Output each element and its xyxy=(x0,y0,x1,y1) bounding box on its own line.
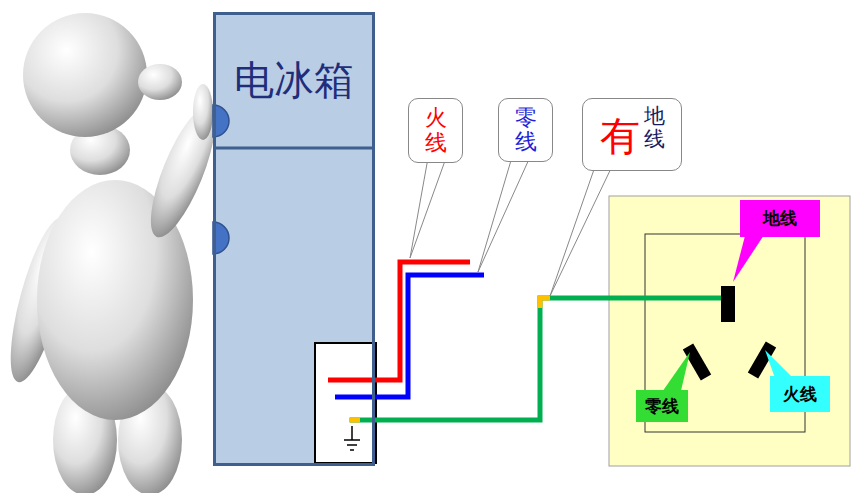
nose xyxy=(138,64,182,100)
callout-tail xyxy=(478,157,530,272)
callout-tail xyxy=(660,352,690,395)
neutral-wire xyxy=(335,275,484,397)
appliance-title: 电冰箱 xyxy=(234,53,354,108)
callout-tail xyxy=(410,158,446,258)
pin-label: 火线 xyxy=(783,383,817,406)
pin-label: 零线 xyxy=(645,395,679,418)
earth-wire xyxy=(350,298,722,420)
wire-callout: 火线 xyxy=(408,98,463,163)
fridge-divider xyxy=(213,147,375,150)
fridge-box: 电冰箱 xyxy=(213,12,375,466)
earth-slot xyxy=(721,286,735,322)
head xyxy=(23,13,147,137)
pin-label: 地线 xyxy=(763,207,797,230)
earth-wire-stripe xyxy=(349,418,360,423)
wire-callout: 零线 xyxy=(498,98,553,162)
callout-tail xyxy=(733,232,766,282)
socket-plate xyxy=(609,196,850,466)
wire-label: 火线 xyxy=(425,106,447,154)
socket-callout: 地线 xyxy=(740,200,820,237)
terminal-box xyxy=(315,343,376,463)
socket-callout: 零线 xyxy=(636,390,688,422)
earth-wire-stripe xyxy=(540,298,550,308)
socket-callout: 火线 xyxy=(770,376,830,412)
wire-label: 地线 xyxy=(644,105,665,151)
ground-symbol xyxy=(344,426,360,450)
person-figure xyxy=(0,13,228,493)
emphasis-word: 有 xyxy=(600,109,640,164)
hand xyxy=(193,84,213,140)
wire-label: 零线 xyxy=(515,106,537,154)
live-wire xyxy=(328,262,470,380)
wire-callout: 有地线 xyxy=(582,98,682,171)
callout-tail xyxy=(550,158,616,296)
